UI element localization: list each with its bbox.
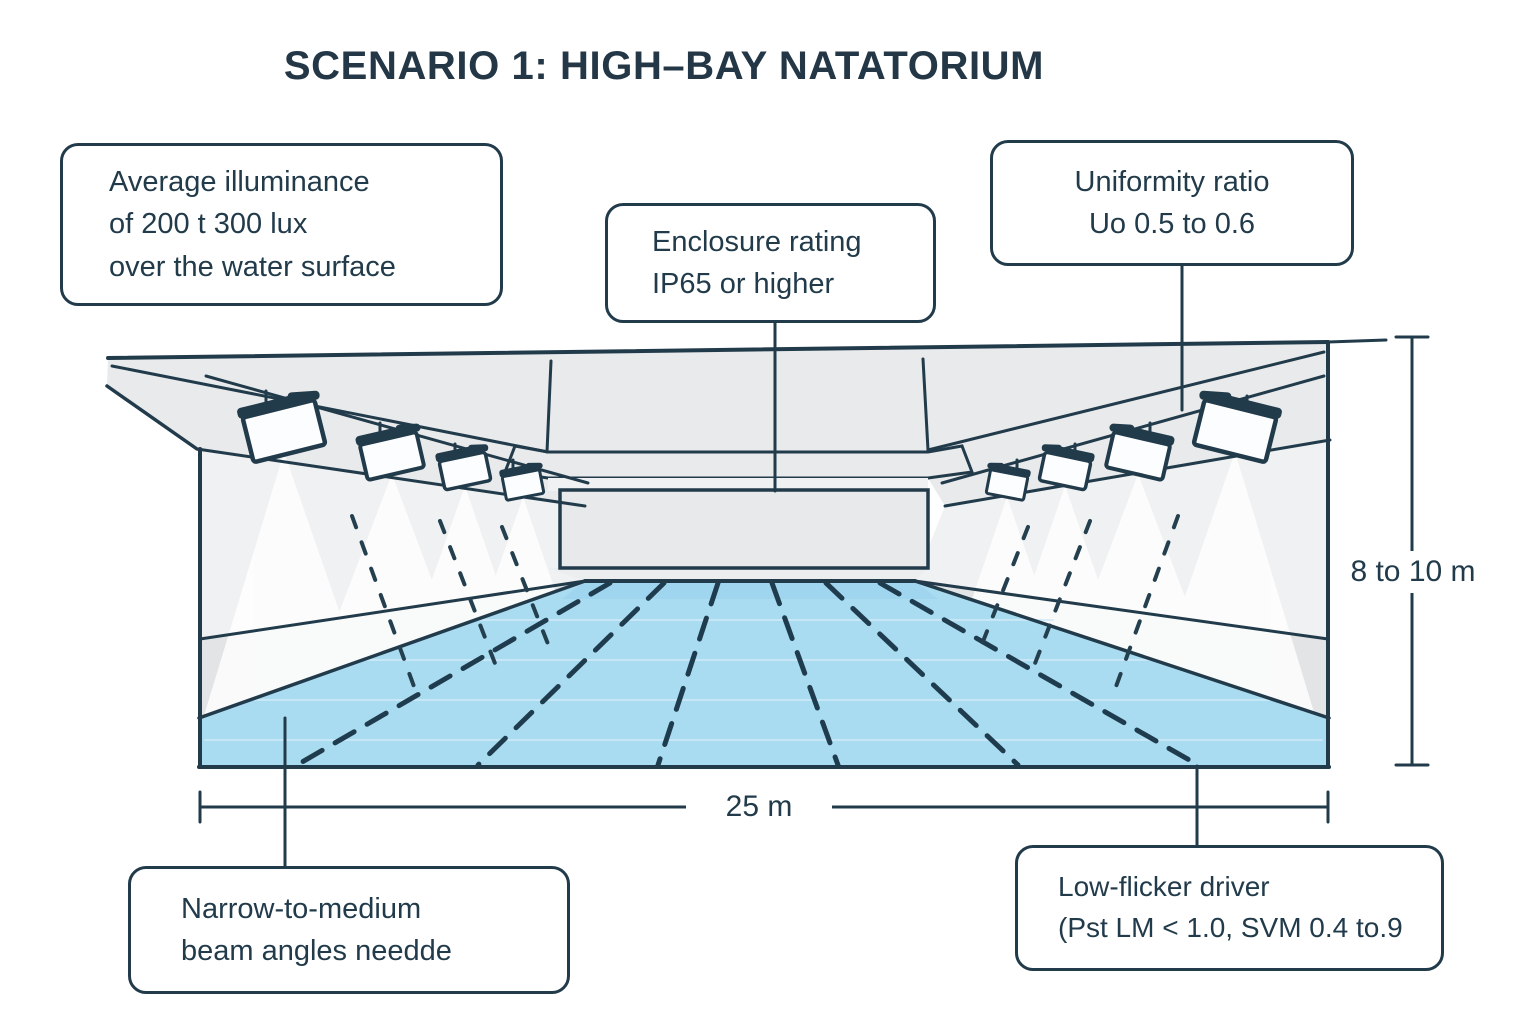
right-wall-bottom [913, 579, 1330, 641]
highbay-light-icon [237, 390, 328, 464]
lane-line [475, 580, 667, 768]
recess-left-edge [545, 359, 553, 454]
page-title: SCENARIO 1: HIGH–BAY NATATORIUM [283, 44, 1045, 88]
lane-line [877, 580, 1201, 768]
lane-lines [294, 580, 1201, 768]
callout-line: Average illuminance [109, 166, 370, 199]
lane-line [294, 580, 613, 768]
lane-line [823, 580, 1021, 768]
left-wall-bottom [198, 579, 587, 641]
width-dimension-label: 25 m [686, 786, 832, 828]
callout-average-illuminance: Average illuminance of 200 t 300 lux ove… [60, 143, 503, 306]
lane-line [769, 580, 841, 768]
highbay-light-icon [435, 444, 493, 492]
recess-right-edge [921, 357, 930, 452]
pool-far-band [562, 581, 938, 599]
highbay-light-icon [984, 462, 1031, 502]
right-ceiling-beam [926, 350, 1326, 452]
callout-uniformity-ratio: Uniformity ratio Uo 0.5 to 0.6 [990, 140, 1354, 266]
roof-top-extension [1326, 338, 1388, 344]
callout-line: beam angles needde [181, 935, 452, 967]
highbay-light-icon [355, 423, 426, 482]
height-dimension-label: 8 to 10 m [1340, 551, 1486, 593]
aim-line [980, 525, 1030, 646]
right-water-edge [913, 579, 1331, 720]
callout-line: Uo 0.5 to 0.6 [1088, 208, 1256, 240]
callout-beam-angles: Narrow-to-medium beam angles needde [128, 866, 570, 994]
aim-line [1112, 514, 1180, 694]
callout-line: IP65 or higher [652, 268, 835, 300]
callout-enclosure-rating: Enclosure rating IP65 or higher [605, 203, 936, 323]
leader-lines [283, 264, 1199, 868]
aim-line [500, 525, 550, 646]
highbay-light-icon [1191, 390, 1282, 464]
aim-line [350, 514, 418, 694]
callout-line: Narrow-to-medium [181, 892, 422, 925]
ceiling-fascia-band [502, 444, 975, 480]
callout-line: of 200 t 300 lux [109, 208, 308, 241]
far-deck-strip [548, 568, 928, 581]
callout-line: (Pst LM < 1.0, SVM 0.4 to.9 [1058, 912, 1403, 943]
left-ceiling-beam [110, 364, 550, 454]
callout-line: Uniformity ratio [1074, 165, 1270, 198]
highbay-light-icon [499, 462, 546, 502]
callout-low-flicker: Low-flicker driver (Pst LM < 1.0, SVM 0.… [1015, 845, 1444, 971]
highbay-light-icon [1037, 444, 1095, 492]
left-eave [105, 384, 199, 451]
callout-line: Low-flicker driver [1058, 871, 1270, 903]
callout-line: Enclosure rating [652, 225, 862, 258]
left-water-edge [197, 579, 587, 720]
highbay-light-icon [1104, 423, 1175, 482]
roof-top-edge [106, 340, 1330, 360]
highbay-fixtures [237, 389, 1282, 502]
callout-line: over the water surface [109, 250, 396, 283]
far-wall-gap [548, 478, 928, 491]
far-wall-panel [558, 488, 930, 570]
lane-line [655, 580, 721, 768]
aim-lines [350, 514, 1180, 694]
